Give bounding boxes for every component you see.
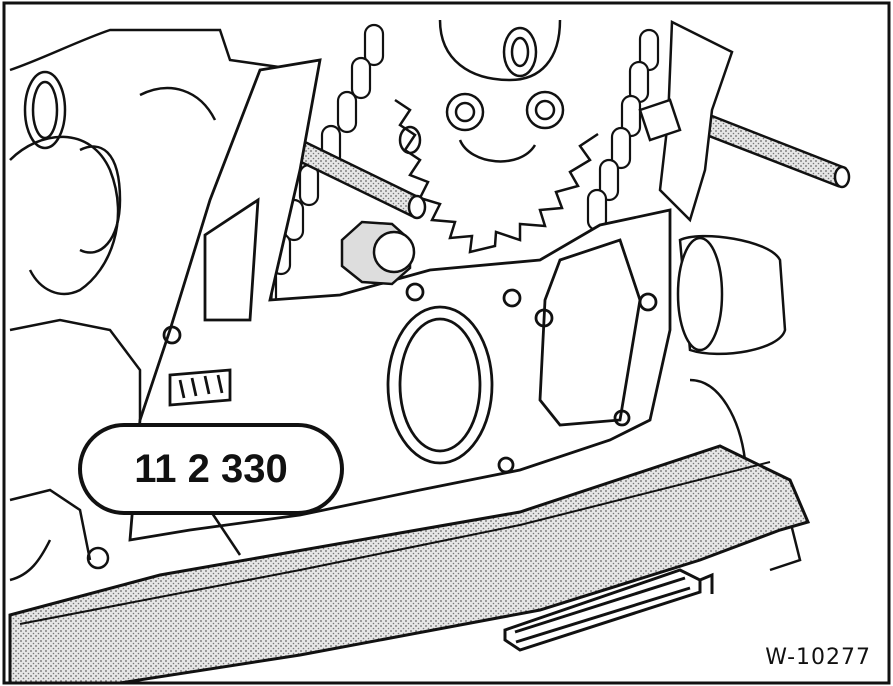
figure-id-label: W-10277 bbox=[765, 645, 871, 670]
engine-block-outline bbox=[9, 28, 307, 582]
special-tool-plate bbox=[8, 444, 811, 685]
callout-bubble bbox=[78, 423, 344, 556]
bolt-icon bbox=[340, 220, 416, 286]
timing-chain-right bbox=[586, 28, 660, 232]
engine-block-right bbox=[689, 378, 802, 572]
tool-number-label: 11 2 330 bbox=[134, 446, 288, 491]
tensioner-bracket bbox=[638, 20, 787, 356]
sprocket-icon bbox=[394, 19, 599, 254]
